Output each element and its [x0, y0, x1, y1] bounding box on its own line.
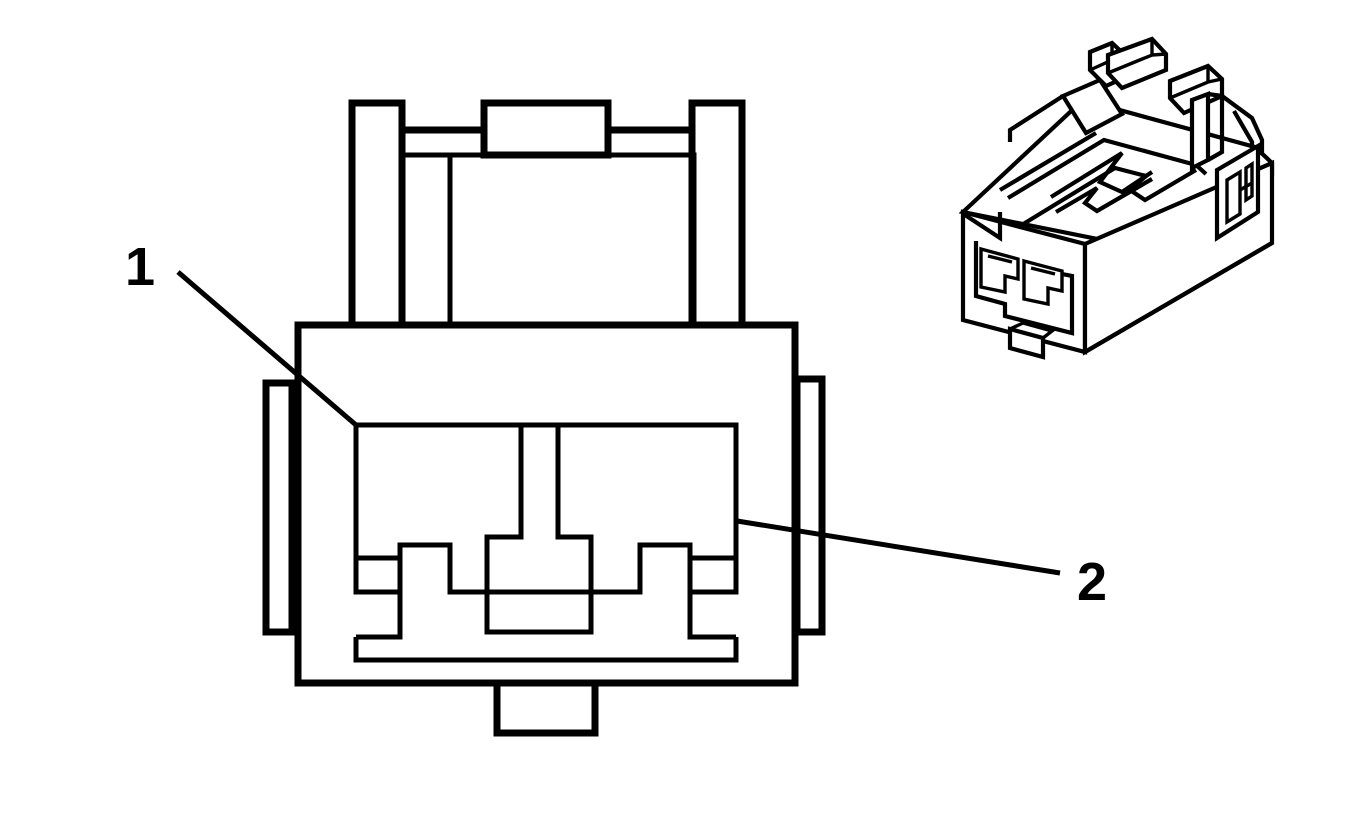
callout-1-leader-line	[176, 270, 358, 427]
cavity-notch-right	[687, 555, 736, 640]
iso-side-window-inner-right	[1244, 160, 1254, 204]
callout-2-label: 2	[1077, 552, 1107, 612]
cavity-notch-left	[356, 555, 403, 640]
iso-bottom-keying-tab-edge	[1009, 321, 1056, 340]
iso-terminal-cavity-right-depth	[1030, 266, 1056, 276]
iso-front-recess-frame	[973, 241, 1075, 336]
iso-bottom-keying-tab	[1007, 326, 1046, 360]
iso-lock-zigzag-lower	[1054, 177, 1154, 214]
iso-latch-post-right	[1189, 90, 1211, 172]
iso-latch-rail-upper	[1006, 137, 1208, 200]
iso-latch-post-right-outer	[1206, 91, 1225, 162]
cavity-floor-rail	[353, 637, 739, 663]
iso-terminal-cavity-left-depth	[987, 254, 1013, 264]
iso-front-bevel	[963, 212, 1003, 242]
side-tab-left	[262, 379, 296, 636]
housing-body-outline	[294, 321, 799, 687]
iso-body-lower-edge	[1083, 241, 1274, 354]
iso-rear-corner-panel	[1220, 94, 1265, 155]
iso-roof-ridge	[998, 131, 1098, 192]
side-tab-right	[793, 375, 826, 636]
iso-latch-pad-front-edge	[1007, 94, 1065, 142]
iso-side-window-divider	[1239, 181, 1253, 192]
cavity-center-divider	[484, 425, 594, 635]
iso-side-window-inner-left	[1225, 168, 1242, 226]
front-view: 1 2	[125, 99, 1107, 737]
bottom-keying-tab	[493, 683, 599, 737]
iso-latch-pad-front	[1059, 77, 1126, 136]
callout-1-label: 1	[125, 237, 155, 297]
callout-2-leader-line	[736, 518, 1061, 576]
isometric-view	[958, 36, 1275, 360]
iso-lock-zigzag	[1049, 151, 1154, 199]
